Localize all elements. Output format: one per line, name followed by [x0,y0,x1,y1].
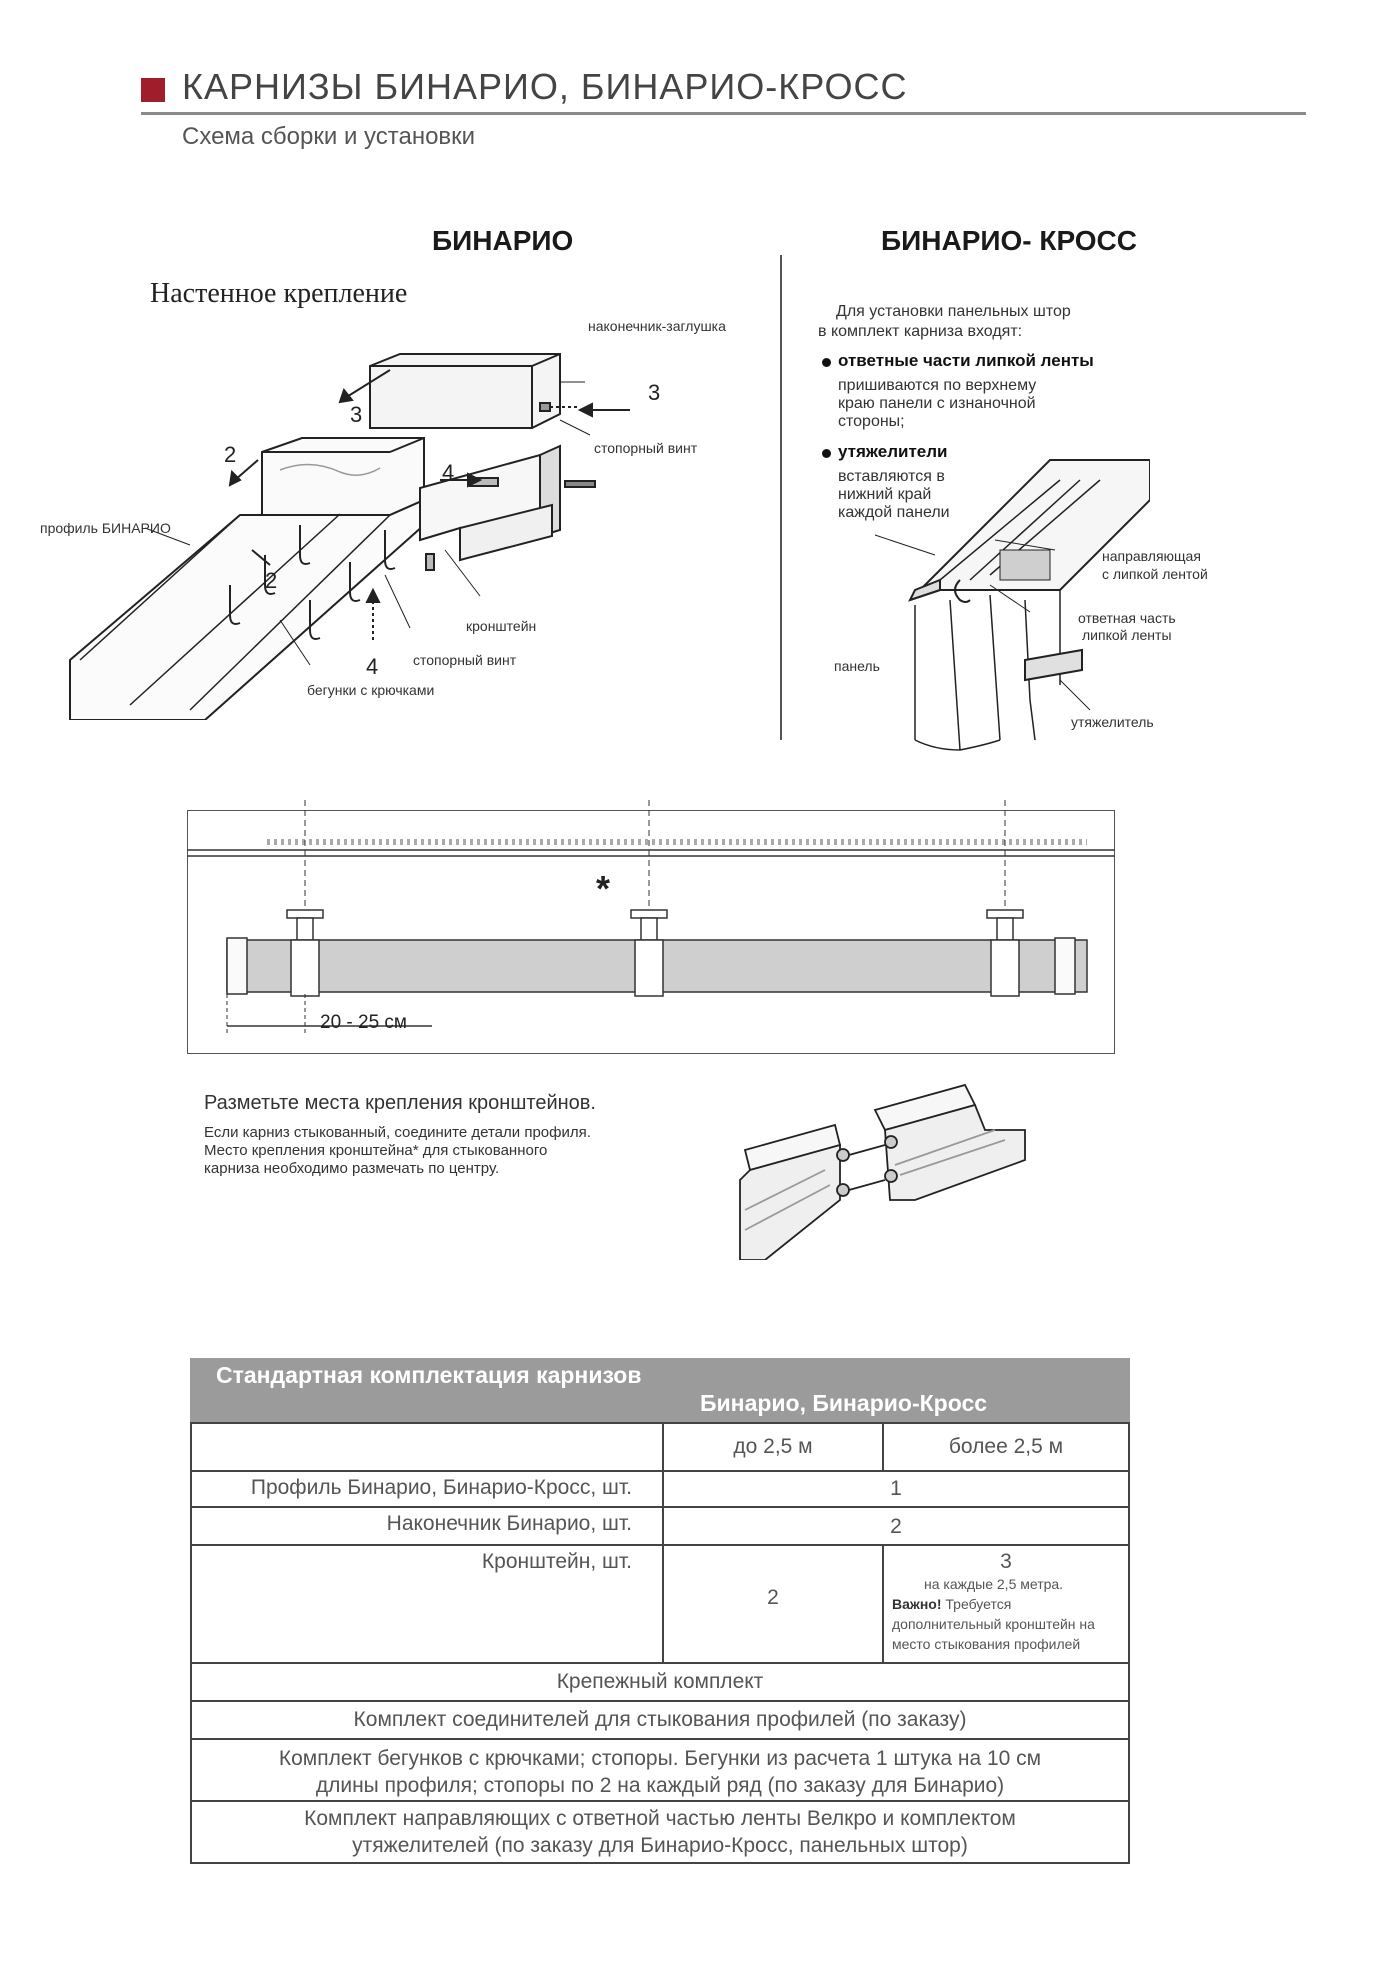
cross-item1-title: ответные части липкой ленты [838,351,1094,370]
profile-joining-illustration [739,1083,1026,1260]
full-row-text: Комплект соединителей для стыкования про… [353,1708,967,1731]
label-stop-screw-top: стопорный винт [594,440,698,456]
label-guide: направляющая [1102,548,1201,564]
label-weight: утяжелитель [1071,714,1154,730]
table-title: Стандартная комплектация карнизов [216,1362,642,1388]
binario-cross-heading: БИНАРИО- КРОСС [881,225,1137,256]
column-header-short: до 2,5 м [662,1424,882,1470]
label-mating-part: ответная часть [1078,610,1176,626]
row-label: Профиль Бинарио, Бинарио-Кросс, шт. [250,1476,632,1499]
mark-instruction-line: карниза необходимо размечать по центру. [204,1160,500,1177]
label-bracket: кронштейн [466,618,537,634]
bracket-layout-diagram [187,800,1115,1035]
standard-kit-table: Стандартная комплектация карнизов Бинари… [190,1358,1130,1864]
label-panel: панель [834,658,880,674]
cross-item1-text: пришиваются по верхнему [838,377,1037,394]
cross-item2-title: утяжелители [838,442,948,461]
mark-instruction-title: Разметьте места крепления кронштейнов. [204,1092,596,1114]
page-title: КАРНИЗЫ БИНАРИО, БИНАРИО-КРОСС [182,66,908,107]
bracket-count: 3 [1000,1550,1012,1573]
bracket-note: на каждые 2,5 метра. [924,1576,1064,1592]
table-row: до 2,5 м более 2,5 м [190,1422,1130,1472]
table-row: Кронштейн, шт. 2 3 на каждые 2,5 метра. … [190,1546,1130,1664]
row-value: 1 [662,1472,1128,1506]
page-subtitle: Схема сборки и установки [182,123,476,150]
cross-item1-text: стороны; [838,413,905,430]
bullet-icon [822,449,831,458]
label-profile: профиль БИНАРИО [40,520,171,536]
step-number: 3 [350,402,363,427]
row-value: 2 [662,1508,1128,1544]
table-row: Комплект бегунков с крючками; стопоры. Б… [190,1740,1130,1802]
row-label: Кронштейн, шт. [481,1550,632,1573]
table-row: Профиль Бинарио, Бинарио-Кросс, шт. 1 [190,1472,1130,1508]
cross-intro-1: Для установки панельных штор [836,303,1071,320]
cross-item2-text: каждой панели [838,504,950,521]
step-number: 2 [265,568,278,593]
cross-item2-text: нижний край [838,486,932,503]
row-value-long: 3 на каждые 2,5 метра. Важно! Требуется … [882,1546,1128,1662]
full-row-text: длины профиля; стопоры по 2 на каждый ря… [315,1774,1005,1797]
bracket-note-important: Важно! [892,1596,942,1612]
table-row: Наконечник Бинарио, шт. 2 [190,1508,1130,1546]
header-marker [141,78,165,102]
mark-instruction-line: Место крепления кронштейна* для стыкован… [204,1142,548,1159]
center-mark-star: * [596,868,611,909]
bracket-layout-frame [187,810,1115,1054]
step-number: 2 [224,442,237,467]
header-divider [141,112,1306,115]
table-title-line2: Бинарио, Бинарио-Кросс [700,1390,988,1416]
cross-intro-2: в комплект карниза входят: [818,323,1023,340]
table-header: Стандартная комплектация карнизов Бинари… [190,1358,1130,1422]
label-stop-screw-bottom: стопорный винт [413,652,517,668]
step-number: 4 [366,654,379,679]
column-header-long: более 2,5 м [882,1424,1128,1470]
label-mating-part: липкой ленты [1082,627,1172,643]
row-value-short: 2 [662,1546,882,1662]
label-guide: с липкой лентой [1102,566,1208,582]
bracket-note: дополнительный кронштейн на [892,1616,1095,1632]
cross-item2-text: вставляются в [838,468,945,485]
bullet-icon [822,358,831,367]
dimension-label: 20 - 25 см [320,1012,407,1033]
row-label: Наконечник Бинарио, шт. [386,1512,632,1535]
full-row-text: Крепежный комплект [556,1670,764,1693]
full-row-text: Комплект направляющих с ответной частью … [304,1807,1016,1830]
mark-instruction-line: Если карниз стыкованный, соедините детал… [204,1124,591,1141]
binario-heading: БИНАРИО [432,225,574,256]
binario-assembly-illustration [69,353,630,720]
step-number: 4 [442,460,455,485]
table-row: Комплект направляющих с ответной частью … [190,1802,1130,1864]
step-number: 3 [648,380,661,405]
bracket-note: место стыкования профилей [892,1636,1081,1652]
full-row-text: утяжелителей (по заказу для Бинарио-Крос… [352,1834,968,1857]
wall-mount-label: Настенное крепление [150,278,408,309]
label-runners: бегунки с крючками [307,682,435,698]
label-end-cap: наконечник-заглушка [588,318,726,334]
bracket-note: Требуется [941,1596,1012,1612]
binario-cross-illustration [874,459,1150,751]
table-row: Комплект соединителей для стыкования про… [190,1702,1130,1740]
full-row-text: Комплект бегунков с крючками; стопоры. Б… [278,1747,1042,1770]
cross-item1-text: краю панели с изнаночной [838,395,1036,412]
column-divider [780,255,782,740]
table-row: Крепежный комплект [190,1664,1130,1702]
